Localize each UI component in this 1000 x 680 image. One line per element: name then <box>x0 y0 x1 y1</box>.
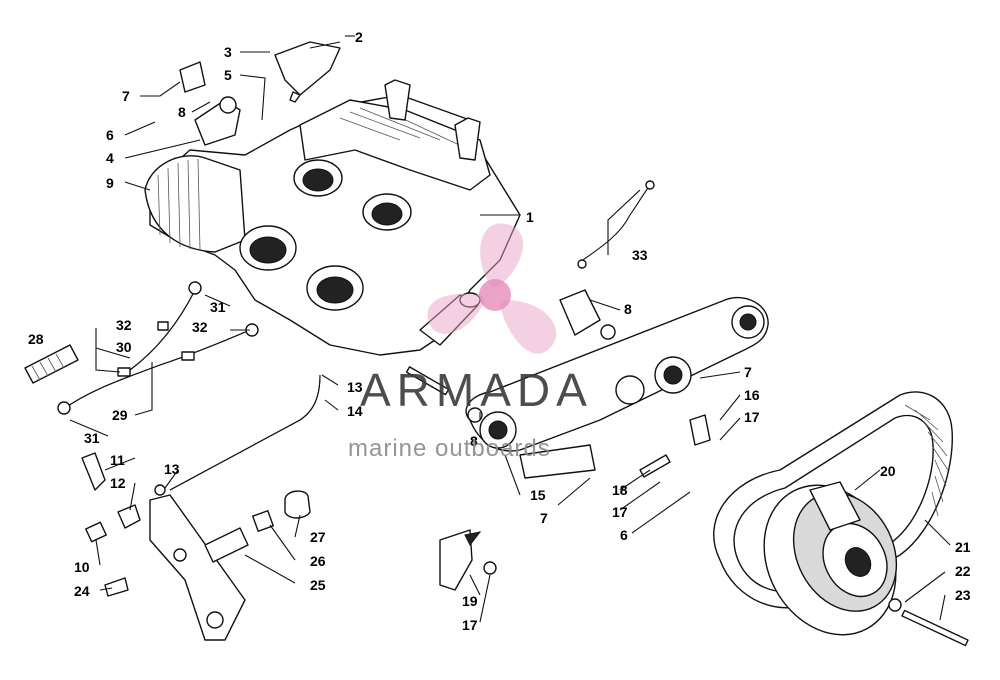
callout-3: 3 <box>224 44 232 60</box>
callout-8: 8 <box>178 104 186 120</box>
cable-bracket <box>149 494 246 641</box>
callout-33: 33 <box>632 247 648 263</box>
watermark: ARMADA marine outboards <box>348 223 593 462</box>
callout-31: 31 <box>210 299 226 315</box>
callout-4: 4 <box>106 150 114 166</box>
callout-21: 21 <box>955 539 971 555</box>
fuel-lines <box>57 281 259 415</box>
callout-10: 10 <box>74 559 90 575</box>
propeller-logo-icon <box>427 223 557 354</box>
callout-31b: 31 <box>84 430 100 446</box>
callout-14: 14 <box>347 403 363 419</box>
drive-plate <box>465 296 769 479</box>
recoil-handle <box>274 41 341 103</box>
engine-assembly <box>144 79 521 356</box>
callout-labels: 1 2 3 4 5 6 6 7 7 7 8 8 8 9 10 11 12 13 … <box>28 29 971 633</box>
callout-7: 7 <box>122 88 130 104</box>
callout-6: 6 <box>106 127 114 143</box>
callout-9: 9 <box>106 175 114 191</box>
small-parts-middle <box>405 289 711 591</box>
starter-bracket <box>179 61 241 146</box>
hose-14 <box>169 374 321 491</box>
callout-11: 11 <box>110 452 125 468</box>
clutch-bolt <box>888 598 969 647</box>
small-parts-left <box>81 452 311 597</box>
callout-8b: 8 <box>624 301 632 317</box>
callout-2: 2 <box>355 29 363 45</box>
callout-17c: 17 <box>462 617 478 633</box>
callout-17b: 17 <box>612 504 628 520</box>
callout-6b: 6 <box>620 527 628 543</box>
drive-clutch <box>763 481 898 636</box>
callout-15: 15 <box>530 487 546 503</box>
callout-30: 30 <box>116 339 132 355</box>
callout-18: 18 <box>612 482 628 498</box>
callout-22: 22 <box>955 563 971 579</box>
leader-lines <box>69 35 951 623</box>
callout-13b: 13 <box>164 461 180 477</box>
watermark-tagline: marine outboards <box>348 435 551 462</box>
callout-7b: 7 <box>744 364 752 380</box>
callout-27: 27 <box>310 529 326 545</box>
callout-5: 5 <box>224 67 232 83</box>
callout-29: 29 <box>112 407 128 423</box>
callout-12: 12 <box>110 475 126 491</box>
spring <box>24 344 79 384</box>
callout-32b: 32 <box>192 319 208 335</box>
callout-25: 25 <box>310 577 326 593</box>
watermark-brand: ARMADA <box>360 364 593 416</box>
callout-20: 20 <box>880 463 896 479</box>
callout-19: 19 <box>462 593 478 609</box>
callout-17: 17 <box>744 409 760 425</box>
callout-28: 28 <box>28 331 44 347</box>
callout-23: 23 <box>955 587 971 603</box>
callout-32: 32 <box>116 317 132 333</box>
callout-1: 1 <box>526 209 534 225</box>
callout-16: 16 <box>744 387 760 403</box>
callout-13: 13 <box>347 379 363 395</box>
callout-8c: 8 <box>470 433 478 449</box>
ground-wire <box>577 180 655 269</box>
callout-7c: 7 <box>540 510 548 526</box>
callout-24: 24 <box>74 583 90 599</box>
callout-26: 26 <box>310 553 326 569</box>
